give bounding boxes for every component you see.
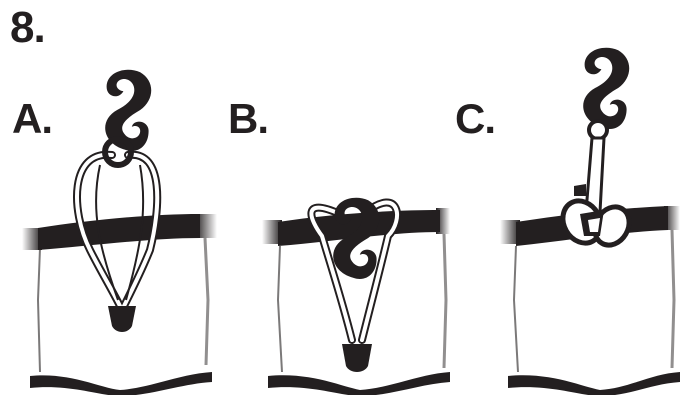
s-hook-c bbox=[583, 48, 629, 129]
panel-a bbox=[22, 70, 217, 395]
cord-lock-b bbox=[342, 344, 372, 372]
cord-lock-a bbox=[108, 306, 136, 332]
panel-c bbox=[500, 48, 680, 395]
strap-c bbox=[586, 138, 604, 212]
panel-b bbox=[262, 198, 450, 395]
